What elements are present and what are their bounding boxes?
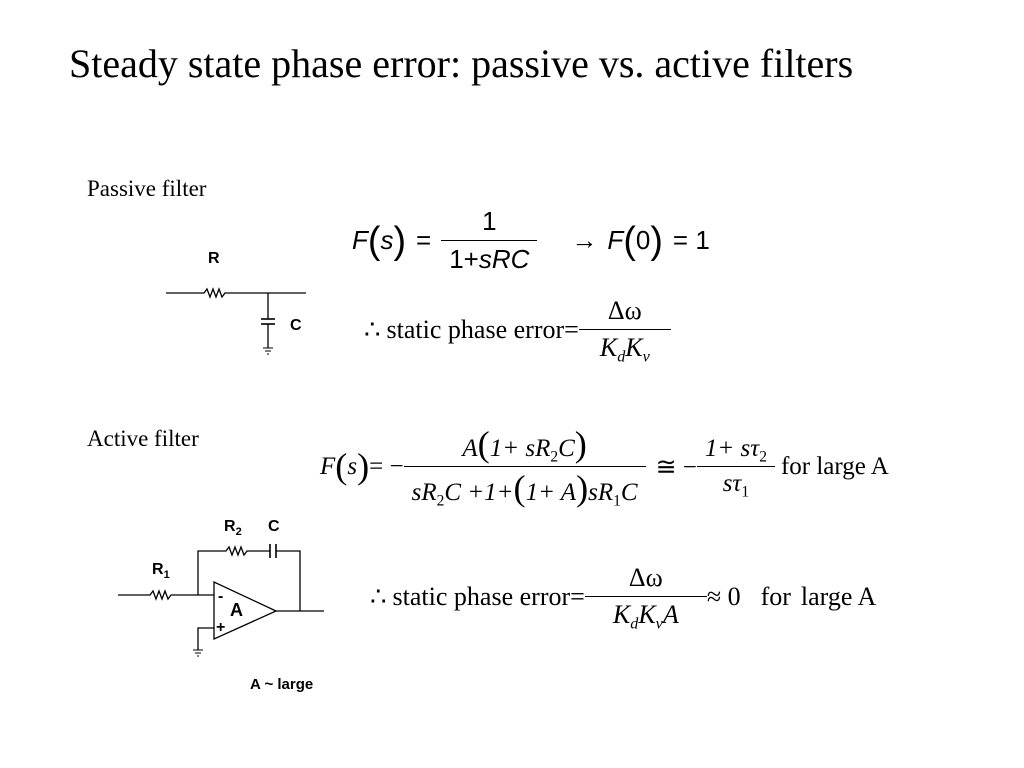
therefore-icon: ∴	[364, 314, 381, 344]
active-phase-error-equation: ∴ static phase error = Δω KdKvA ≈ 0 for …	[370, 563, 877, 633]
input-r1-wire	[118, 589, 214, 601]
approx-equal-icon: ≅ −	[655, 453, 697, 481]
therefore-icon: ∴	[370, 581, 387, 611]
r2-label: R2	[224, 518, 242, 538]
passive-transfer-equation: F(s) = 1 1+sRC → F(0) = 1	[352, 206, 710, 274]
active-opamp-circuit: R2 C R1 - + A A ~ large	[118, 518, 324, 693]
active-filter-label: Active filter	[87, 426, 199, 451]
feedback-c-label: C	[268, 518, 280, 535]
gain-note: A ~ large	[250, 676, 313, 693]
ground-wire	[197, 627, 214, 650]
passive-r-label: R	[208, 250, 220, 267]
feedback-return-wire	[276, 550, 301, 611]
active-transfer-equation: F(s) = − A(1+ sR2C) sR2C +1+(1+ A)sR1C ≅…	[320, 424, 889, 510]
slide-title: Steady state phase error: passive vs. ac…	[69, 41, 854, 86]
passive-resistor-wire	[166, 287, 306, 299]
opamp-minus-label: -	[218, 588, 223, 605]
passive-filter-label: Passive filter	[87, 176, 207, 201]
passive-rc-circuit: R C	[166, 250, 306, 355]
passive-phase-error-equation: ∴ static phase error = Δω KdKv	[364, 296, 671, 365]
arrow-icon: →	[571, 225, 598, 255]
r1-label: R1	[152, 561, 170, 581]
approx-icon: ≈ 0	[706, 581, 741, 611]
opamp-plus-label: +	[216, 619, 225, 636]
passive-c-label: C	[290, 317, 302, 334]
feedback-r2-wire	[197, 545, 270, 595]
opamp-gain-label: A	[230, 600, 243, 620]
opamp-triangle-icon	[213, 580, 278, 641]
